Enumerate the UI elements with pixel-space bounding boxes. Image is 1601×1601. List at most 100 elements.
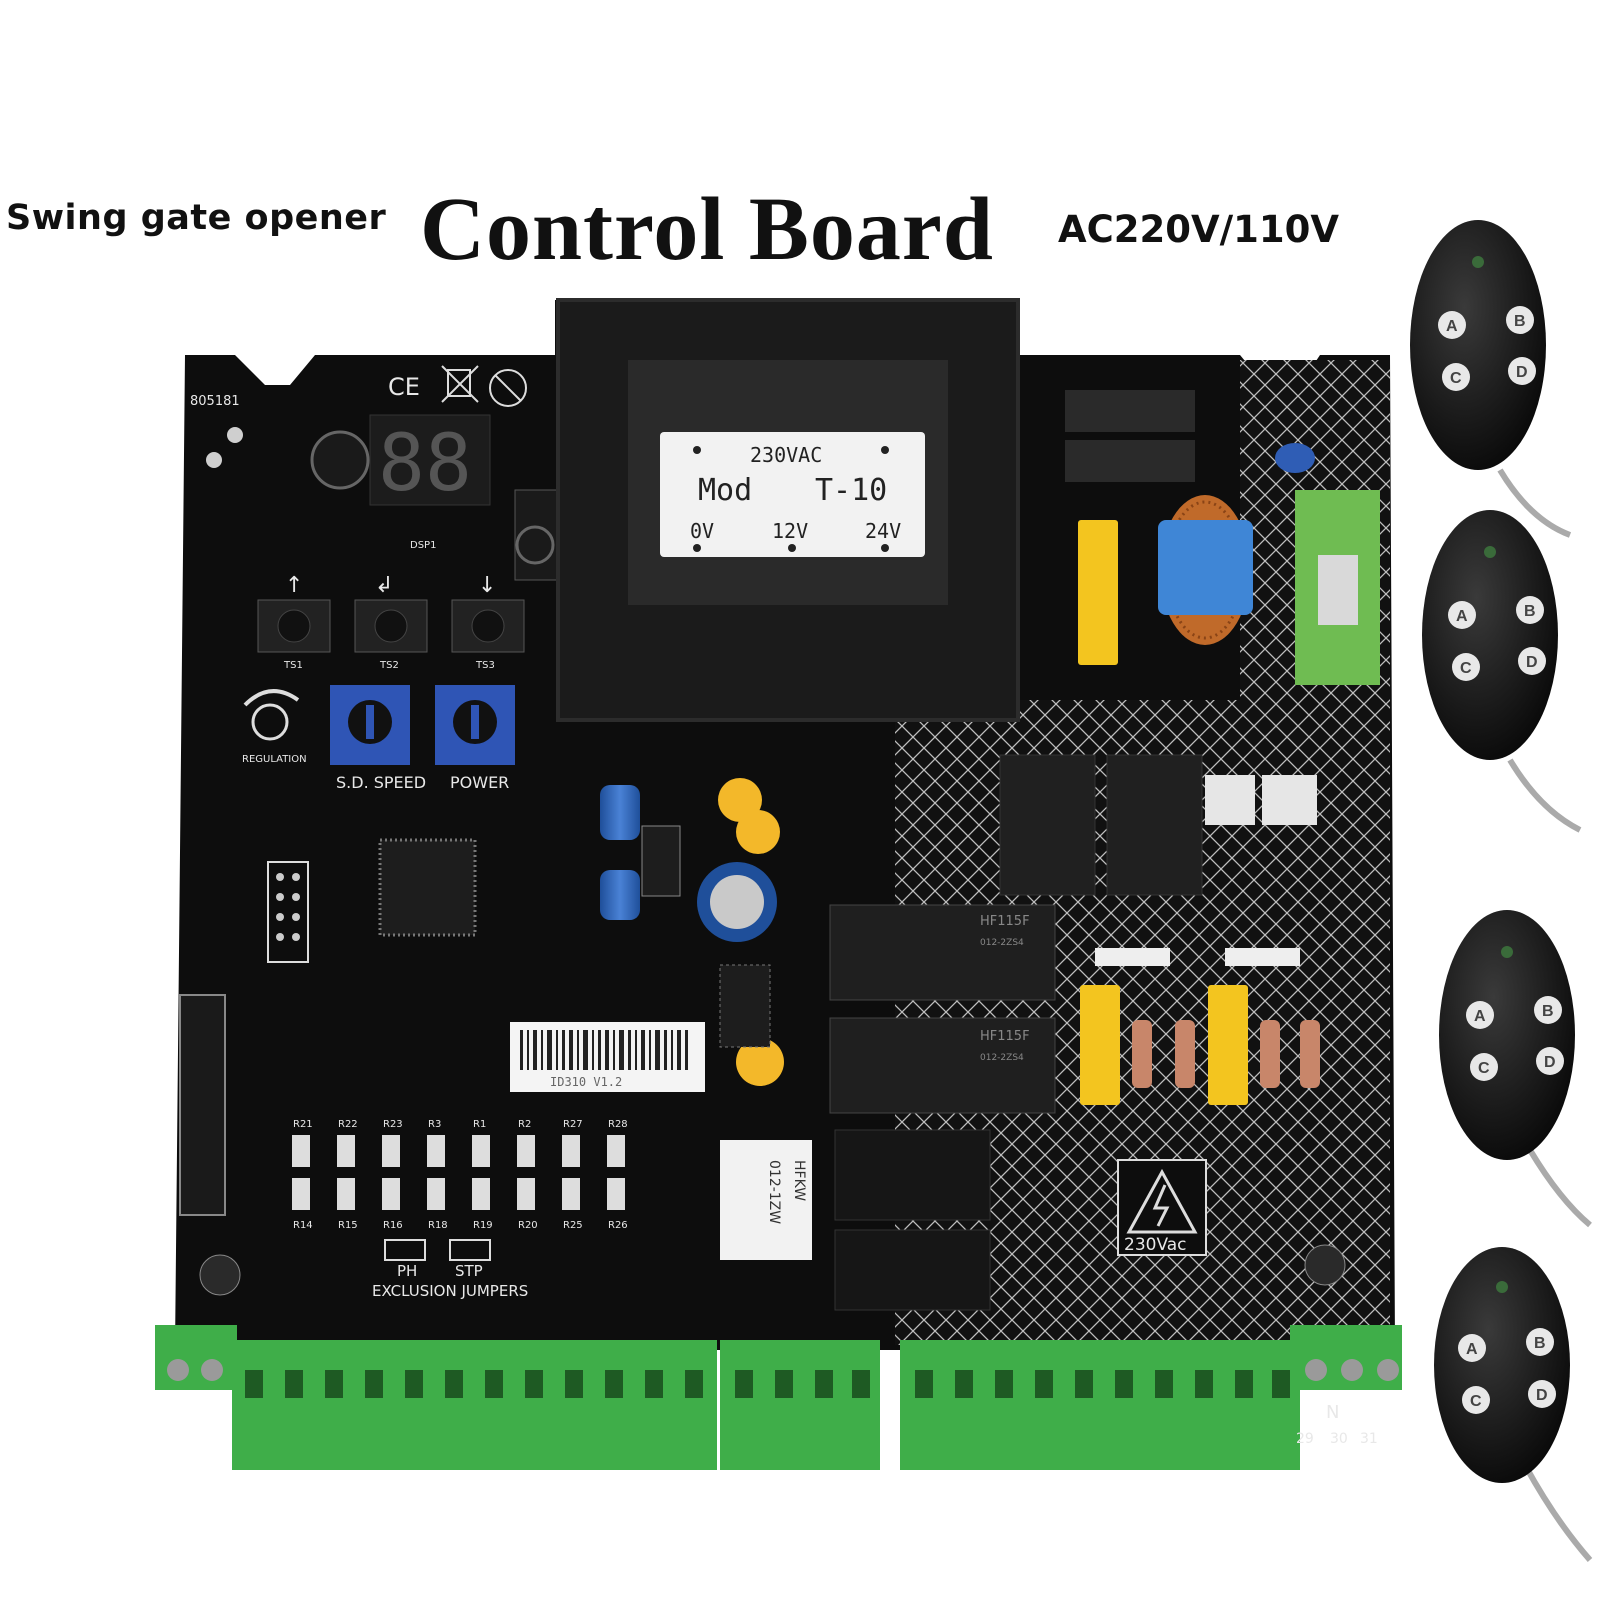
remote-4-key-d[interactable]: D — [1536, 1387, 1548, 1404]
remote-4[interactable]: A B C D — [1434, 1247, 1593, 1562]
resistor-array: R21 R22 R23 R3 R1 R2 R27 R28 R14 R15 R16… — [292, 1119, 628, 1231]
relay-4 — [834, 1229, 991, 1311]
trimmer-power[interactable]: POWER — [435, 685, 515, 792]
relay-1-spec: 012-2ZS4 — [980, 938, 1024, 948]
remote-3-key-d[interactable]: D — [1544, 1054, 1556, 1071]
remote-2-key-b[interactable]: B — [1524, 603, 1536, 620]
driver-ic — [719, 964, 771, 1048]
relay-1-brand: HF115F — [980, 914, 1030, 929]
ce-mark: CE — [388, 373, 420, 401]
triac-1 — [999, 754, 1096, 896]
seven-segment-display: 88 DSP1 — [369, 414, 491, 551]
small-relay-brand: HFKW — [791, 1160, 807, 1201]
transformer-output-24v: 24V — [865, 519, 901, 543]
mount-screw — [310, 430, 370, 490]
remote-2-key-a[interactable]: A — [1456, 608, 1468, 625]
transformer-output-0v: 0V — [690, 519, 714, 543]
barcode-label: ID310 V1.2 — [510, 1022, 705, 1092]
regulation-label: REGULATION — [242, 754, 307, 765]
small-relay: HFKW 012-1ZW — [720, 1140, 812, 1260]
exclusion-jumpers[interactable]: PH STP EXCLUSION JUMPERS — [372, 1239, 528, 1300]
remote-1-key-a[interactable]: A — [1446, 318, 1458, 335]
microcontroller — [378, 838, 477, 937]
resistor-label: R19 — [473, 1220, 493, 1231]
button-ts2-label: TS2 — [379, 660, 399, 671]
optocoupler-2 — [1262, 775, 1317, 825]
pb-free-icon — [489, 369, 527, 407]
resistor-label: R28 — [608, 1119, 628, 1130]
remote-2-key-c[interactable]: C — [1460, 660, 1472, 677]
header-title: Control Board — [420, 180, 994, 279]
header: Swing gate opener Control Board AC220V/1… — [0, 0, 1601, 290]
terminal-blocks: N 29 30 31 — [155, 1325, 1402, 1470]
trimmer-speed[interactable]: S.D. SPEED — [330, 685, 426, 792]
button-ts1-label: TS1 — [283, 660, 303, 671]
transformer-label — [660, 432, 925, 557]
display-digits: 88 — [378, 419, 472, 509]
resistor-label: R21 — [293, 1119, 313, 1130]
jumpers-label: EXCLUSION JUMPERS — [372, 1282, 528, 1300]
resistor-label: R3 — [428, 1119, 441, 1130]
resistor-label: R23 — [383, 1119, 403, 1130]
remote-3-key-b[interactable]: B — [1542, 1003, 1554, 1020]
display-label: DSP1 — [410, 540, 436, 551]
high-voltage-warning: 230Vac — [1117, 1159, 1207, 1256]
snubber-components — [1080, 948, 1320, 1105]
transformer-voltage: 230VAC — [750, 443, 822, 467]
relay-2-spec: 012-2ZS4 — [980, 1053, 1024, 1063]
regulation-icon: REGULATION — [242, 689, 307, 765]
relay-2-brand: HF115F — [980, 1029, 1030, 1044]
resistor-label: R27 — [563, 1119, 583, 1130]
barcode-text: ID310 V1.2 — [550, 1075, 622, 1089]
mounting-holes — [199, 427, 1346, 1296]
optocoupler-1 — [1205, 775, 1255, 825]
resistor-label: R15 — [338, 1220, 358, 1231]
resistor-label: R1 — [473, 1119, 486, 1130]
trimmer-speed-label: S.D. SPEED — [336, 773, 426, 792]
radio-module — [179, 994, 226, 1216]
transformer-model-prefix: Mod — [698, 473, 752, 508]
remote-4-key-c[interactable]: C — [1470, 1393, 1482, 1410]
remote-1[interactable]: A B C D — [1410, 220, 1572, 538]
triac-2 — [1106, 754, 1203, 896]
remote-3[interactable]: A B C D — [1439, 910, 1592, 1228]
header-left-text: Swing gate opener — [6, 198, 387, 238]
remote-4-key-b[interactable]: B — [1534, 1335, 1546, 1352]
header-voltage: AC220V/110V — [1058, 208, 1340, 251]
remote-1-key-d[interactable]: D — [1516, 364, 1528, 381]
neutral-label: N — [1326, 1402, 1339, 1423]
remote-4-key-a[interactable]: A — [1466, 1341, 1478, 1358]
voltage-regulator — [641, 825, 681, 897]
remote-1-key-b[interactable]: B — [1514, 313, 1526, 330]
part-code: 805181 — [190, 394, 240, 409]
transformer: 230VAC Mod T-10 0V 12V 24V — [514, 298, 1020, 722]
trimmer-power-label: POWER — [450, 773, 509, 792]
resistor-label: R25 — [563, 1220, 583, 1231]
jumper-ph-label: PH — [397, 1262, 417, 1280]
terminal-29: 29 — [1296, 1431, 1314, 1447]
button-ts1[interactable]: ↑ TS1 — [257, 573, 331, 671]
button-ts3-label: TS3 — [475, 660, 495, 671]
terminal-30: 30 — [1330, 1431, 1348, 1447]
remote-2[interactable]: A B C D — [1422, 510, 1582, 833]
resistor-label: R16 — [383, 1220, 403, 1231]
hv-label: 230Vac — [1124, 1235, 1187, 1255]
remote-2-key-d[interactable]: D — [1526, 654, 1538, 671]
remote-3-key-a[interactable]: A — [1474, 1008, 1486, 1025]
resistor-label: R26 — [608, 1220, 628, 1231]
weee-icon — [441, 365, 479, 403]
remote-1-key-c[interactable]: C — [1450, 370, 1462, 387]
button-ts2[interactable]: ↲ TS2 — [354, 573, 428, 671]
remote-3-key-c[interactable]: C — [1478, 1060, 1490, 1077]
small-relay-spec: 012-1ZW — [766, 1160, 782, 1224]
resistor-label: R18 — [428, 1220, 448, 1231]
capacitors — [600, 778, 784, 1086]
lightning-icon — [1152, 1184, 1170, 1227]
transformer-model: T-10 — [815, 473, 887, 508]
button-ts3[interactable]: ↓ TS3 — [451, 573, 525, 671]
resistor-label: R22 — [338, 1119, 358, 1130]
relay-1: HF115F 012-2ZS4 — [829, 904, 1056, 1001]
relay-3 — [834, 1129, 991, 1221]
resistor-label: R2 — [518, 1119, 531, 1130]
